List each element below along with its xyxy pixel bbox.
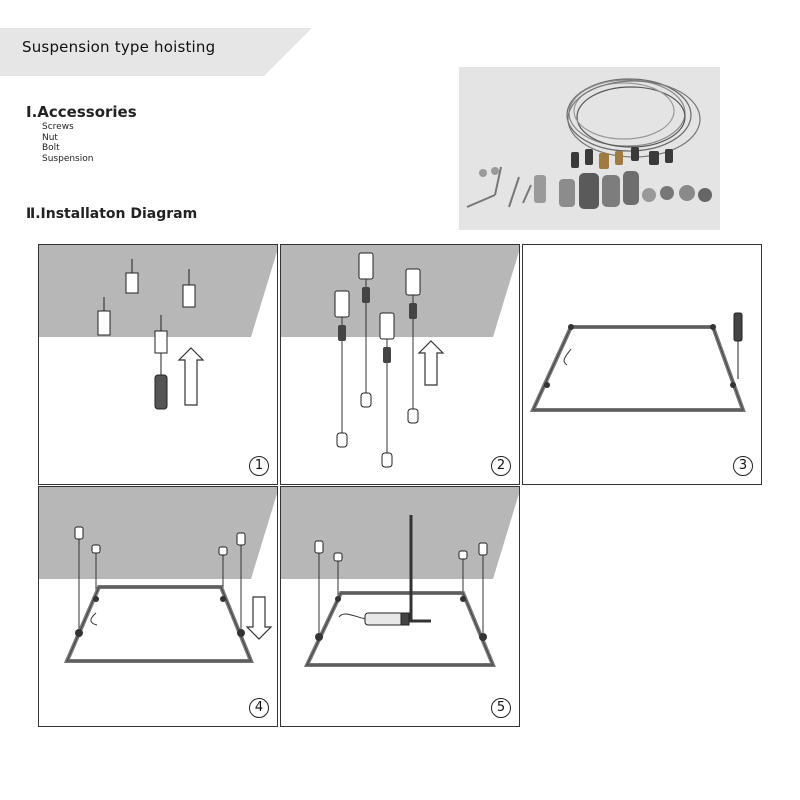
accessories-heading: Ⅰ.Accessories (26, 103, 137, 121)
step-number: 1 (249, 456, 269, 476)
accessories-photo (459, 67, 720, 230)
step-number: 3 (733, 456, 753, 476)
step-panel-3: 3 (522, 244, 762, 485)
accessory-item: Screws (42, 122, 74, 132)
step-number: 2 (491, 456, 511, 476)
step-panel-4: 4 (38, 486, 278, 727)
accessory-item: Nut (42, 132, 58, 143)
accessory-item: Bolt (42, 143, 60, 153)
title-banner (0, 28, 312, 76)
installation-heading: Ⅱ.Installaton Diagram (26, 206, 198, 222)
accessories-list: Screws Nut Bolt Suspension (42, 122, 93, 164)
step-panel-5: 5 (280, 486, 520, 727)
step-panel-1: 1 (38, 244, 278, 485)
step-number: 4 (249, 698, 269, 718)
page-title: Suspension type hoisting (22, 38, 216, 56)
step-number: 5 (491, 698, 511, 718)
accessory-item: Suspension (42, 153, 94, 164)
step-panel-2: 2 (280, 244, 520, 485)
